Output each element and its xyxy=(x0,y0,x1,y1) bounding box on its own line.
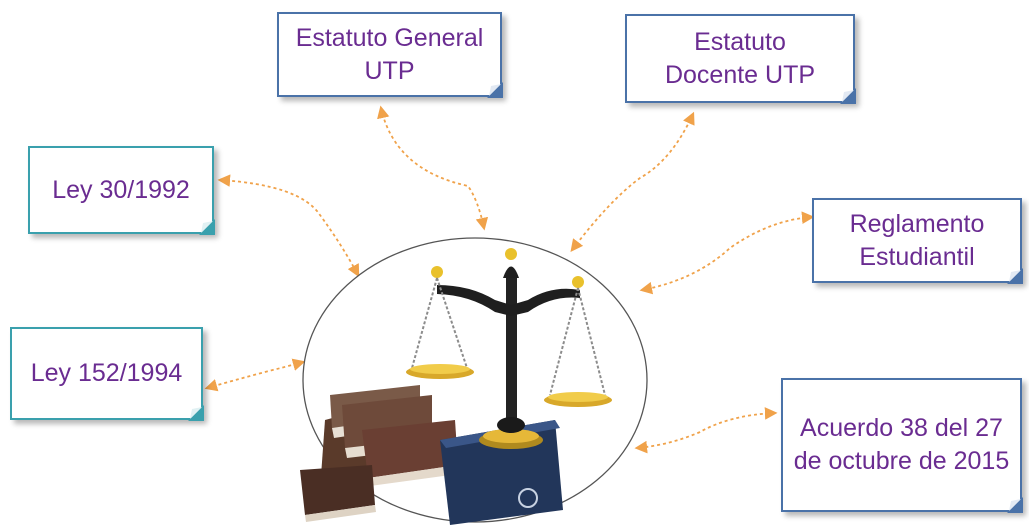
node-acuerdo-38: Acuerdo 38 del 27 de octubre de 2015 xyxy=(781,378,1023,513)
page-fold-icon xyxy=(1007,268,1023,284)
arrow-estatuto-general xyxy=(377,105,489,231)
node-ley-152-label: Ley 152/1994 xyxy=(30,359,183,387)
node-ley-30-label: Ley 30/1992 xyxy=(52,175,190,204)
scales-of-justice-icon xyxy=(406,248,612,449)
node-ley-30: Ley 30/1992 xyxy=(28,146,215,235)
node-reglamento-label: Reglamento Estudiantil xyxy=(849,209,985,271)
arrow-ley-152 xyxy=(204,358,306,392)
node-estatuto-general: Estatuto General UTP xyxy=(277,12,503,98)
node-reglamento: Reglamento Estudiantil xyxy=(812,198,1023,284)
page-fold-icon xyxy=(840,88,856,104)
node-acuerdo-38-label: Acuerdo 38 del 27 de octubre de 2015 xyxy=(793,414,1010,475)
page-fold-icon xyxy=(188,405,204,421)
node-estatuto-general-label: Estatuto General UTP xyxy=(295,23,484,85)
arrow-ley-30 xyxy=(217,174,360,278)
law-books-icon xyxy=(300,385,563,525)
node-ley-152: Ley 152/1994 xyxy=(10,327,204,421)
arrow-estatuto-docente xyxy=(570,111,695,253)
page-fold-icon xyxy=(487,82,503,98)
arrow-acuerdo xyxy=(634,407,778,454)
arrow-reglamento xyxy=(639,211,815,295)
node-estatuto-docente-label: Estatuto Docente UTP xyxy=(664,27,816,89)
node-estatuto-docente: Estatuto Docente UTP xyxy=(625,14,856,104)
page-fold-icon xyxy=(1007,497,1023,513)
page-fold-icon xyxy=(199,219,215,235)
